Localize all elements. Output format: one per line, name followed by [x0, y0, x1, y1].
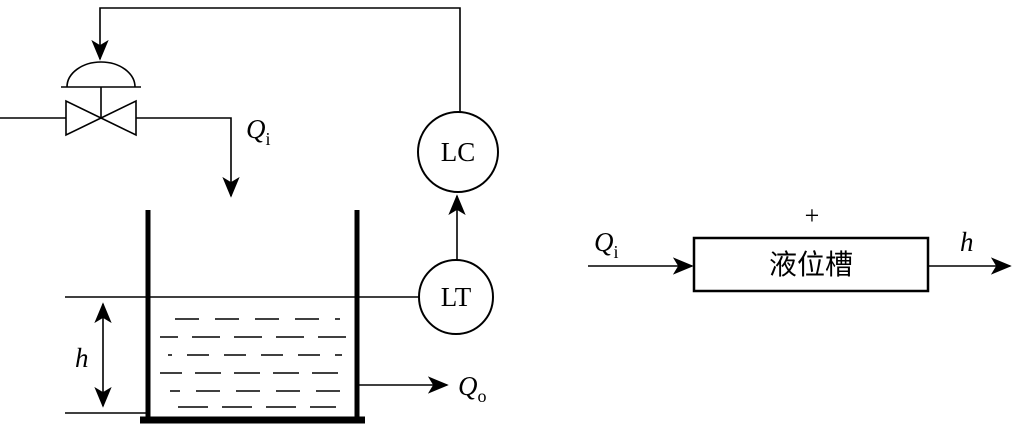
level-transmitter-circle	[418, 259, 494, 335]
outflow-label-main: Q	[458, 371, 478, 401]
inflow-label-main: Q	[246, 114, 266, 144]
inlet-pipe-to-tank	[136, 117, 240, 198]
inflow-label-sub: i	[266, 129, 271, 149]
valve-body-left-icon	[65, 99, 103, 137]
inflow-label: Qi	[246, 114, 271, 149]
outflow-label-sub: o	[478, 386, 487, 406]
process-block-label: 液位槽	[769, 249, 853, 281]
level-transmitter-label: LT	[441, 282, 472, 312]
level-controller-circle	[417, 111, 499, 193]
level-height-label: h	[75, 343, 89, 373]
controller-to-valve-signal-line	[91, 7, 461, 112]
outflow-label: Qo	[458, 371, 487, 406]
process-block	[692, 236, 930, 293]
block-output-label: h	[960, 227, 974, 257]
block-input-label-main: Q	[594, 227, 614, 257]
level-controller-label: LC	[441, 137, 476, 167]
valve-actuator-dome	[66, 61, 136, 88]
valve-body-right-icon	[99, 99, 137, 137]
plus-sign: +	[805, 201, 820, 230]
block-input-label-sub: i	[614, 242, 619, 262]
block-input-label: Qi	[594, 227, 619, 262]
